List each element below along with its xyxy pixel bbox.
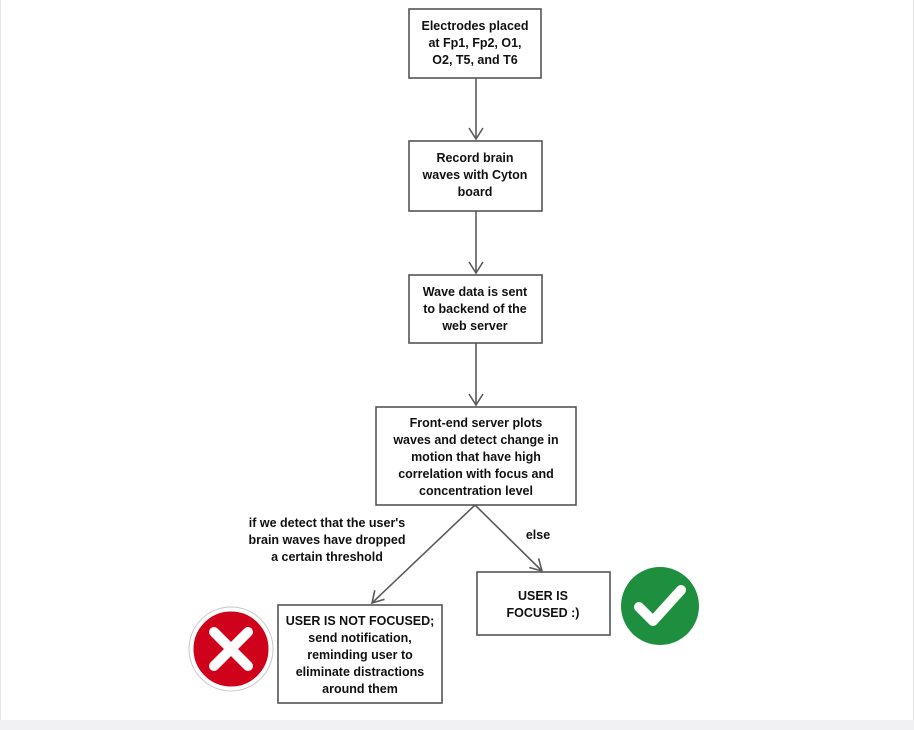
node-record: Record brain waves with Cyton board [408,140,543,212]
node-text-line: Wave data is sent [423,285,528,299]
node-frontend: Front-end server plots waves and detect … [375,406,577,506]
node-not-focused: USER IS NOT FOCUSED; send notification, … [277,604,443,704]
bottom-strip [0,720,914,730]
node-text-line: at Fp1, Fp2, O1, [428,36,521,50]
node-text-line: USER IS NOT FOCUSED; [286,614,435,628]
arrowhead [370,590,385,605]
arrow-frontend-to-focused [474,504,543,572]
edge-label-line: a certain threshold [271,550,383,564]
node-text-line: waves and detect change in [392,433,558,447]
node-text-line: concentration level [419,484,533,498]
node-box [277,604,443,704]
node-box [408,140,543,212]
node-text-line: send notification, [308,631,411,645]
node-text-line: Electrodes placed [422,19,529,33]
node-text-line: around them [322,682,398,696]
checkmark-icon [621,567,699,645]
node-text-line: USER IS [518,589,568,603]
node-text-line: eliminate distractions [296,665,425,679]
edge-label-line: if we detect that the user's [249,516,406,530]
arrowhead [468,127,484,141]
node-text-line: reminding user to [307,648,413,662]
arrowhead [468,393,484,407]
x-mark-icon [188,606,274,692]
node-electrodes: Electrodes placed at Fp1, Fp2, O1, O2, T… [408,8,542,79]
node-wave-data: Wave data is sent to backend of the web … [408,274,543,344]
arrowhead [529,558,544,573]
node-text-line: O2, T5, and T6 [432,53,517,67]
node-box [408,8,542,79]
node-text-line: to backend of the [423,302,527,316]
arrow-frontend-to-not-focused [371,504,476,604]
node-text-line: web server [441,319,507,333]
x-mark-glyph [209,627,253,671]
node-text-line: correlation with focus and [398,467,554,481]
node-text-line: waves with Cyton [422,168,528,182]
node-box [476,571,611,636]
checkmark-glyph [634,585,686,626]
node-text-line: motion that have high [411,450,541,464]
node-text-line: Front-end server plots [410,416,543,430]
x-mark-ring [188,606,274,692]
node-text-line: FOCUSED :) [507,606,580,620]
node-text-line: board [458,185,493,199]
node-text-line: Record brain [436,151,513,165]
connectors [370,78,544,605]
edge-label-line: brain waves have dropped [249,533,406,547]
node-focused: USER IS FOCUSED :) [476,571,611,636]
edge-label-else: else [526,528,550,542]
edge-label-if: if we detect that the user's brain waves… [249,516,406,564]
node-box [408,274,543,344]
node-box [375,406,577,506]
arrowhead [468,261,484,275]
